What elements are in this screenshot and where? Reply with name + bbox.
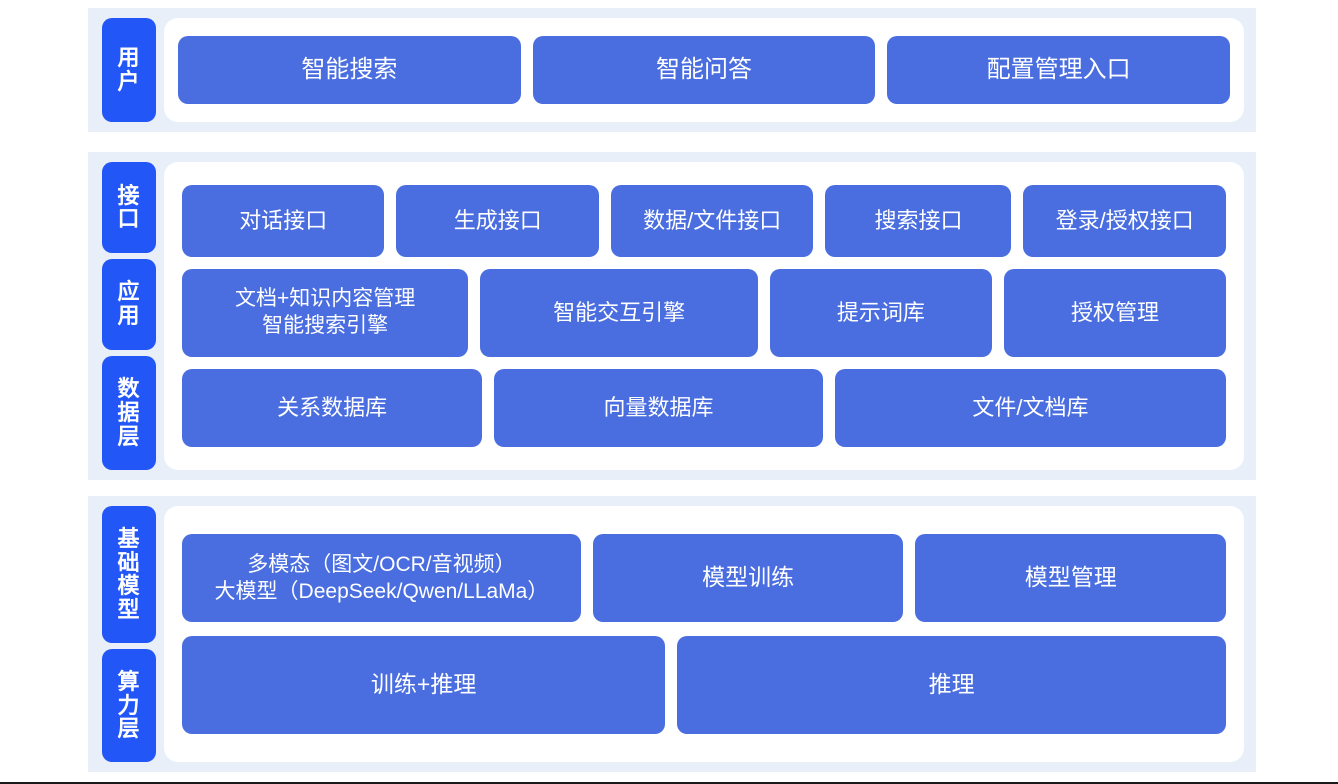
section-middle-label-column: 接口 应用 数据层 bbox=[88, 152, 156, 480]
layer-label-compute-text: 算力层 bbox=[117, 668, 141, 742]
box-search-interface[interactable]: 搜索接口 bbox=[825, 185, 1012, 257]
layer-label-data: 数据层 bbox=[102, 355, 156, 470]
row-application: 文档+知识内容管理 智能搜索引擎 智能交互引擎 提示词库 授权管理 bbox=[182, 269, 1226, 357]
box-relational-database[interactable]: 关系数据库 bbox=[182, 369, 483, 447]
row-model: 多模态（图文/OCR/音视频） 大模型（DeepSeek/Qwen/LLaMa）… bbox=[182, 534, 1226, 622]
layer-label-interface-text: 接口 bbox=[117, 182, 141, 232]
section-bottom: 基础模型 算力层 多模态（图文/OCR/音视频） 大模型（DeepSeek/Qw… bbox=[88, 496, 1256, 772]
bottom-rule bbox=[0, 782, 1338, 784]
box-smart-interaction-engine[interactable]: 智能交互引擎 bbox=[480, 269, 758, 357]
box-authorization-management[interactable]: 授权管理 bbox=[1003, 269, 1226, 357]
box-model-training[interactable]: 模型训练 bbox=[592, 534, 904, 622]
layer-label-user-text: 用户 bbox=[117, 45, 141, 94]
box-training-inference[interactable]: 训练+推理 bbox=[182, 636, 666, 734]
layer-label-interface: 接口 bbox=[102, 162, 156, 253]
section-users: 用户 智能搜索 智能问答 配置管理入口 bbox=[88, 8, 1256, 132]
box-file-document-store[interactable]: 文件/文档库 bbox=[834, 369, 1226, 447]
section-users-label-column: 用户 bbox=[88, 8, 156, 132]
layer-label-foundation-model: 基础模型 bbox=[102, 506, 156, 643]
layer-label-user: 用户 bbox=[102, 18, 156, 122]
layer-label-data-text: 数据层 bbox=[117, 376, 141, 449]
section-middle: 接口 应用 数据层 对话接口 生成接口 数据/文件接口 搜索接口 登录/授权接口… bbox=[88, 152, 1256, 480]
box-inference[interactable]: 推理 bbox=[677, 636, 1226, 734]
box-multimodal-large-model[interactable]: 多模态（图文/OCR/音视频） 大模型（DeepSeek/Qwen/LLaMa） bbox=[182, 534, 581, 622]
box-login-auth-interface[interactable]: 登录/授权接口 bbox=[1023, 185, 1226, 257]
box-smart-qa[interactable]: 智能问答 bbox=[532, 36, 876, 104]
section-bottom-label-column: 基础模型 算力层 bbox=[88, 496, 156, 772]
box-generation-interface[interactable]: 生成接口 bbox=[396, 185, 599, 257]
box-dialog-interface[interactable]: 对话接口 bbox=[182, 185, 385, 257]
box-config-management-entry[interactable]: 配置管理入口 bbox=[887, 36, 1231, 104]
section-bottom-panel: 多模态（图文/OCR/音视频） 大模型（DeepSeek/Qwen/LLaMa）… bbox=[164, 506, 1244, 762]
row-compute: 训练+推理 推理 bbox=[182, 636, 1226, 734]
row-data: 关系数据库 向量数据库 文件/文档库 bbox=[182, 369, 1226, 447]
layer-label-application: 应用 bbox=[102, 258, 156, 350]
section-users-panel: 智能搜索 智能问答 配置管理入口 bbox=[164, 18, 1244, 122]
box-model-management[interactable]: 模型管理 bbox=[915, 534, 1226, 622]
section-middle-panel: 对话接口 生成接口 数据/文件接口 搜索接口 登录/授权接口 文档+知识内容管理… bbox=[164, 162, 1244, 470]
layer-label-compute: 算力层 bbox=[102, 648, 156, 762]
row-user-entries: 智能搜索 智能问答 配置管理入口 bbox=[178, 36, 1231, 104]
box-vector-database[interactable]: 向量数据库 bbox=[494, 369, 823, 447]
layer-label-application-text: 应用 bbox=[117, 279, 141, 329]
row-interface: 对话接口 生成接口 数据/文件接口 搜索接口 登录/授权接口 bbox=[182, 185, 1226, 257]
box-data-file-interface[interactable]: 数据/文件接口 bbox=[610, 185, 814, 257]
box-smart-search[interactable]: 智能搜索 bbox=[178, 36, 521, 104]
layer-label-foundation-model-text: 基础模型 bbox=[117, 525, 141, 623]
box-doc-knowledge-management[interactable]: 文档+知识内容管理 智能搜索引擎 bbox=[182, 269, 469, 357]
box-prompt-library[interactable]: 提示词库 bbox=[769, 269, 992, 357]
